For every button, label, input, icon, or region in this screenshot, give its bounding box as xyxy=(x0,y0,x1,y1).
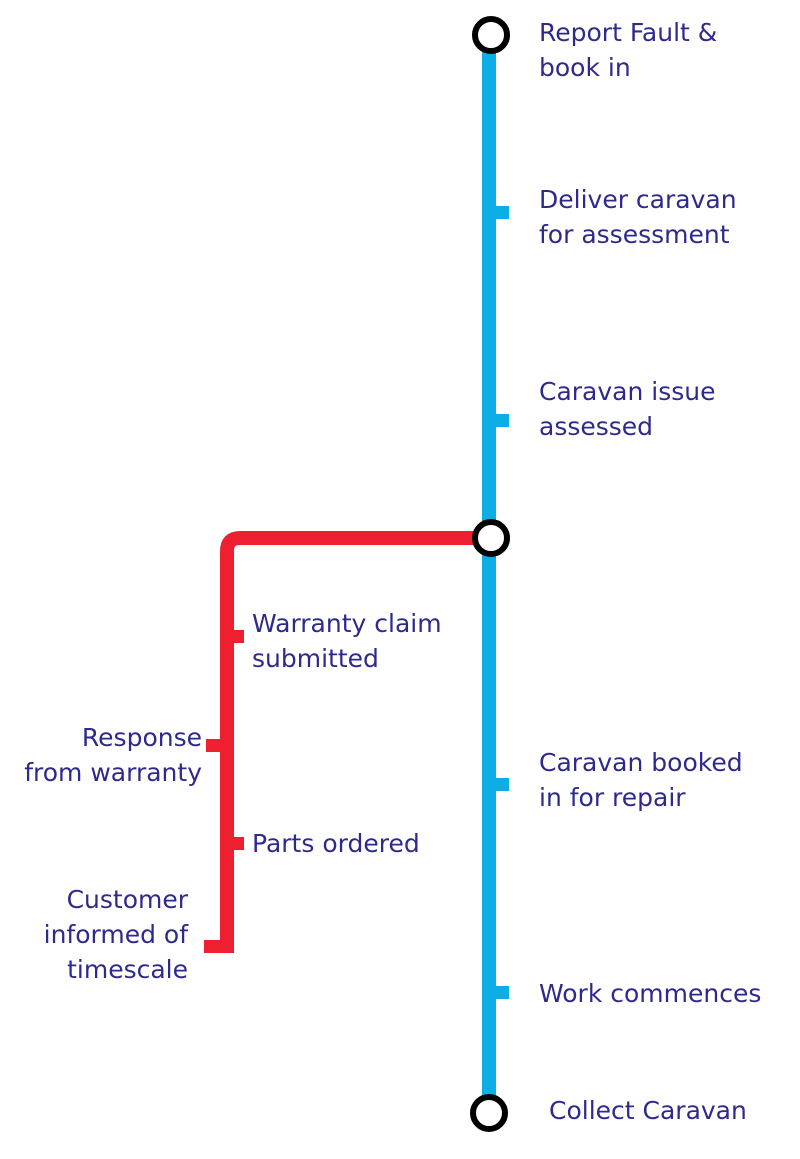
label-warranty-response: Response from warranty xyxy=(24,723,202,787)
label-collect-caravan: Collect Caravan xyxy=(549,1096,747,1125)
station-tick-booked-for-repair xyxy=(493,778,509,791)
station-tick-parts-ordered xyxy=(230,837,244,850)
label-parts-ordered: Parts ordered xyxy=(252,829,420,858)
station-tick-deliver-caravan xyxy=(493,206,509,219)
interchange-station-junction xyxy=(472,519,510,557)
station-tick-warranty-claim xyxy=(230,630,244,643)
label-issue-assessed: Caravan issue assessed xyxy=(539,377,716,441)
label-deliver-caravan: Deliver caravan for assessment xyxy=(539,185,737,249)
station-tick-work-commences xyxy=(493,986,509,999)
station-tick-warranty-response xyxy=(206,739,222,752)
label-report-fault: Report Fault & book in xyxy=(539,18,718,82)
interchange-station-collect-caravan xyxy=(470,1094,508,1132)
warranty-branch-line xyxy=(220,531,492,952)
label-customer-informed: Customer informed of timescale xyxy=(43,885,188,984)
label-warranty-claim: Warranty claim submitted xyxy=(252,609,442,673)
station-tick-issue-assessed xyxy=(493,414,509,427)
label-work-commences: Work commences xyxy=(539,979,762,1008)
interchange-station-report-fault xyxy=(472,16,510,54)
station-tick-customer-informed xyxy=(204,940,234,953)
label-booked-for-repair: Caravan booked in for repair xyxy=(539,748,743,812)
